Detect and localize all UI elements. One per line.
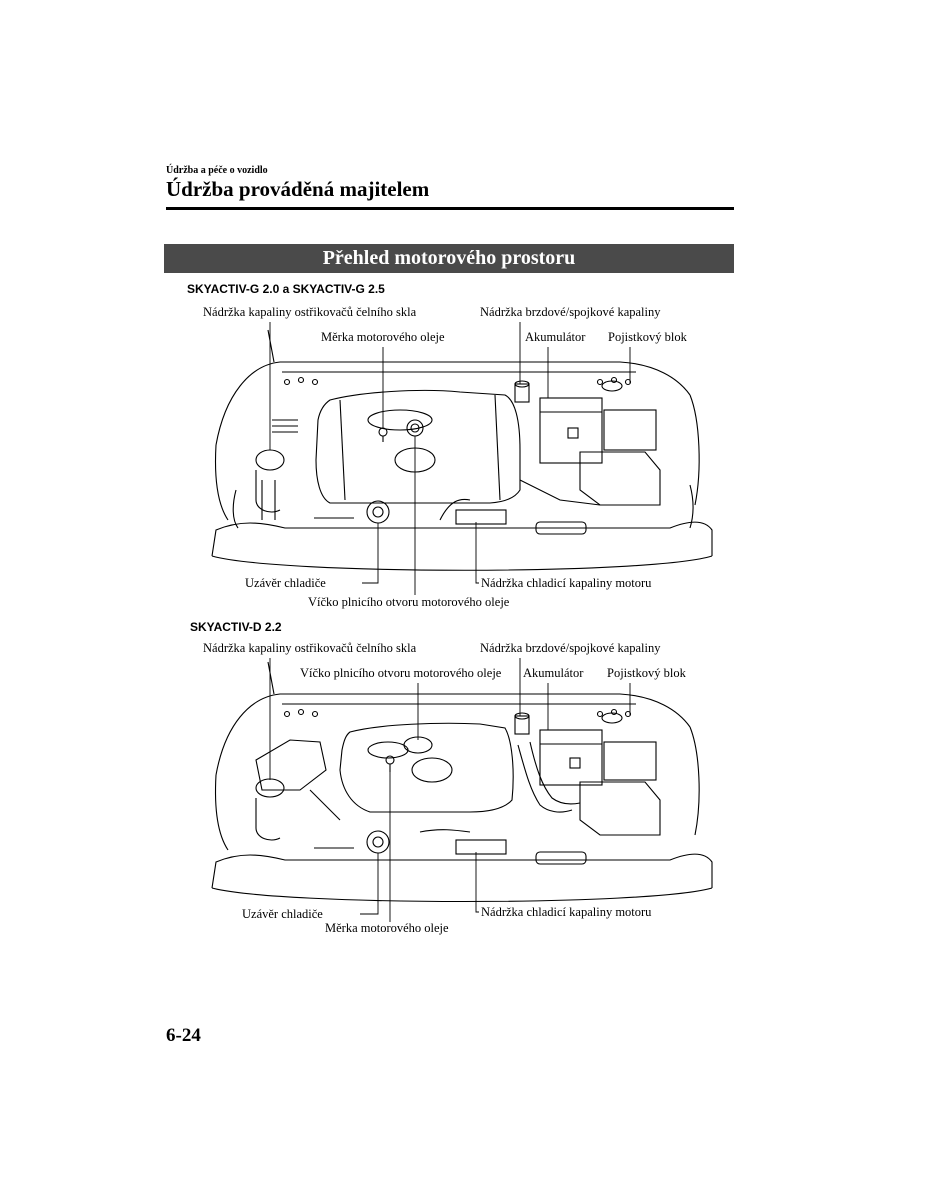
d2-coolant-tank-label: Nádržka chladicí kapaliny motoru [481,905,652,919]
d1-oil-filler-cap-label: Víčko plnicího otvoru motorového oleje [308,595,510,609]
d1-washer-tank-label: Nádržka kapaliny ostřikovačů čelního skl… [203,305,417,319]
d1-radiator-cap-label: Uzávěr chladiče [245,576,326,590]
engine-bay-diagram-1 [211,322,713,595]
title-divider [166,207,734,210]
d2-brake-fluid-label: Nádržka brzdové/spojkové kapaliny [480,641,661,655]
page-title: Údržba prováděná majitelem [166,177,430,201]
d1-coolant-tank-label: Nádržka chladicí kapaliny motoru [481,576,652,590]
breadcrumb: Údržba a péče o vozidlo [166,165,268,176]
d2-battery-label: Akumulátor [523,666,584,680]
page-number: 6-24 [166,1025,201,1046]
section-heading: Přehled motorového prostoru [164,244,734,273]
d2-fuse-block-label: Pojistkový blok [607,666,686,680]
d1-fuse-block-label: Pojistkový blok [608,330,687,344]
d1-oil-dipstick-label: Měrka motorového oleje [321,330,445,344]
engine-bay-diagram-2 [211,658,713,922]
diagram-2-label: SKYACTIV-D 2.2 [190,620,282,634]
d2-oil-filler-cap-label: Víčko plnicího otvoru motorového oleje [300,666,502,680]
d2-radiator-cap-label: Uzávěr chladiče [242,907,323,921]
diagram-1-label: SKYACTIV-G 2.0 a SKYACTIV-G 2.5 [187,282,385,296]
d2-washer-tank-label: Nádržka kapaliny ostřikovačů čelního skl… [203,641,417,655]
d1-battery-label: Akumulátor [525,330,586,344]
d2-oil-dipstick-label: Měrka motorového oleje [325,921,449,935]
d1-brake-fluid-label: Nádržka brzdové/spojkové kapaliny [480,305,661,319]
